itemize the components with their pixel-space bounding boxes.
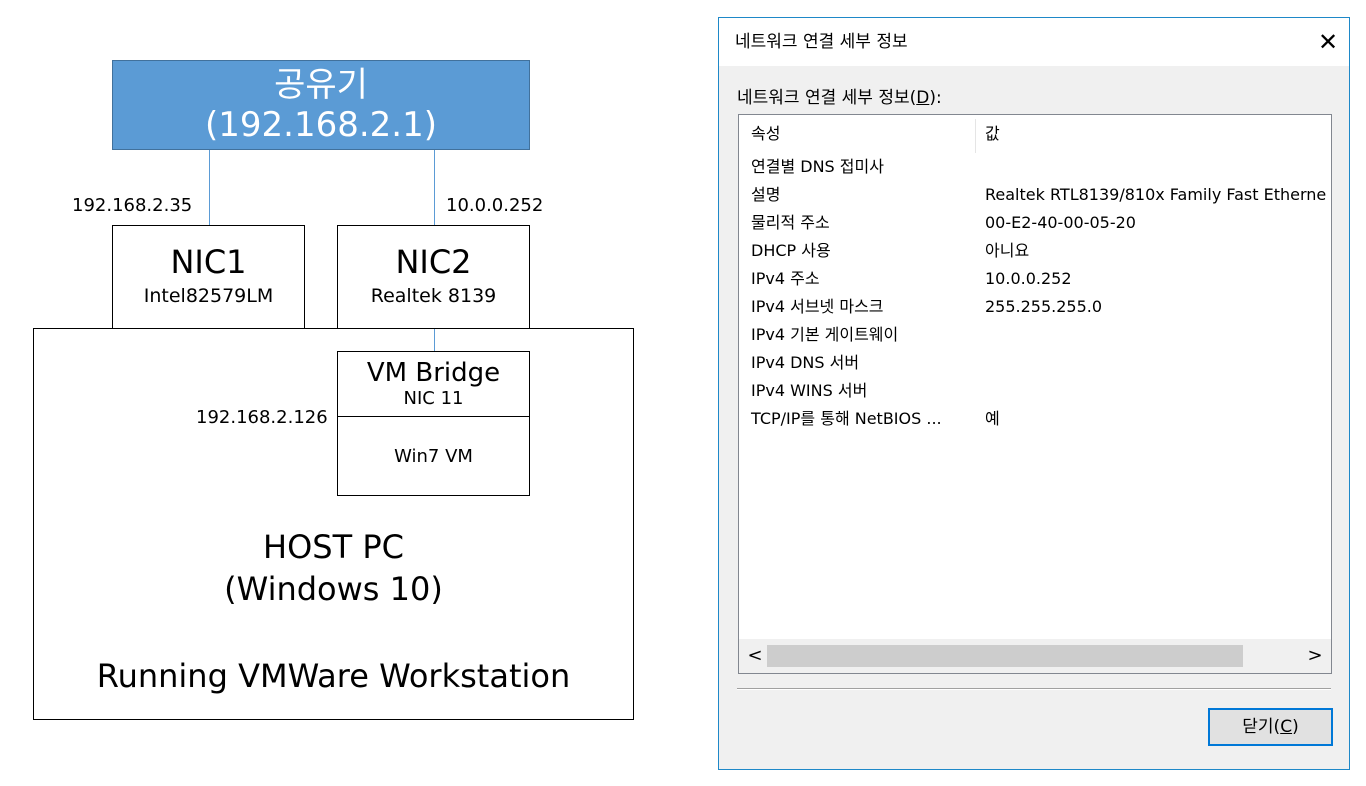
listview-header: 속성 값 bbox=[739, 115, 1331, 153]
details-label-text: 네트워크 연결 세부 정보( bbox=[737, 88, 917, 108]
host-pc-software: Running VMWare Workstation bbox=[96, 657, 571, 695]
vm-bridge-box: VM Bridge NIC 11 bbox=[337, 351, 530, 417]
nic2-bridge-connector bbox=[434, 329, 435, 351]
scroll-left-icon[interactable]: < bbox=[747, 645, 763, 666]
property-cell: 연결별 DNS 접미사 bbox=[751, 157, 884, 176]
router-nic2-connector bbox=[434, 150, 435, 226]
host-pc-box bbox=[33, 328, 634, 720]
property-cell: IPv4 WINS 서버 bbox=[751, 381, 868, 400]
nic1-name: NIC1 bbox=[170, 243, 247, 281]
router-ip: (192.168.2.1) bbox=[204, 105, 437, 145]
table-row[interactable]: 물리적 주소 00-E2-40-00-05-20 bbox=[739, 209, 1331, 237]
nic1-ip-label: 192.168.2.35 bbox=[72, 195, 193, 216]
host-pc-os: (Windows 10) bbox=[224, 570, 443, 608]
nic1-model: Intel82579LM bbox=[143, 285, 274, 307]
table-row[interactable]: IPv4 WINS 서버 bbox=[739, 377, 1331, 405]
table-row[interactable]: IPv4 주소 10.0.0.252 bbox=[739, 265, 1331, 293]
router-box: 공유기 (192.168.2.1) bbox=[112, 60, 530, 150]
close-button[interactable]: 닫기(C) bbox=[1208, 708, 1333, 746]
dialog-divider bbox=[737, 688, 1331, 690]
table-row[interactable]: DHCP 사용 아니요 bbox=[739, 237, 1331, 265]
nic2-box: NIC2 Realtek 8139 bbox=[337, 225, 530, 329]
vm-bridge-title: VM Bridge bbox=[366, 358, 501, 388]
details-label-mnemonic: D bbox=[916, 88, 930, 108]
horizontal-scrollbar[interactable]: < > bbox=[739, 639, 1331, 673]
table-row[interactable]: IPv4 DNS 서버 bbox=[739, 349, 1331, 377]
value-cell: 아니요 bbox=[985, 241, 1030, 260]
details-listview[interactable]: 속성 값 연결별 DNS 접미사 설명 Realtek RTL8139/810x… bbox=[738, 114, 1332, 674]
table-row[interactable]: TCP/IP를 통해 NetBIOS ... 예 bbox=[739, 405, 1331, 433]
win7-vm-box: Win7 VM bbox=[337, 416, 530, 496]
dialog-titlebar[interactable]: 네트워크 연결 세부 정보 ✕ bbox=[719, 18, 1349, 66]
property-cell: IPv4 DNS 서버 bbox=[751, 353, 860, 372]
dialog-title: 네트워크 연결 세부 정보 bbox=[735, 32, 908, 52]
network-details-dialog: 네트워크 연결 세부 정보 ✕ 네트워크 연결 세부 정보(D): 속성 값 연… bbox=[718, 17, 1350, 770]
property-cell: TCP/IP를 통해 NetBIOS ... bbox=[751, 409, 942, 428]
column-divider[interactable] bbox=[975, 119, 976, 153]
property-cell: IPv4 기본 게이트웨이 bbox=[751, 325, 899, 344]
nic2-model: Realtek 8139 bbox=[370, 285, 497, 307]
details-label-suffix: ): bbox=[929, 88, 942, 108]
table-row[interactable]: IPv4 기본 게이트웨이 bbox=[739, 321, 1331, 349]
close-icon[interactable]: ✕ bbox=[1317, 28, 1339, 56]
vm-bridge-ip-label: 192.168.2.126 bbox=[196, 407, 328, 428]
scroll-right-icon[interactable]: > bbox=[1307, 645, 1323, 666]
value-cell: 10.0.0.252 bbox=[985, 269, 1072, 288]
property-cell: IPv4 서브넷 마스크 bbox=[751, 297, 884, 316]
value-cell: 00-E2-40-00-05-20 bbox=[985, 213, 1136, 232]
router-nic1-connector bbox=[209, 150, 210, 226]
vm-bridge-nic: NIC 11 bbox=[403, 388, 464, 409]
property-cell: 물리적 주소 bbox=[751, 213, 830, 232]
nic1-box: NIC1 Intel82579LM bbox=[112, 225, 305, 329]
column-header-value[interactable]: 값 bbox=[985, 124, 1000, 143]
close-button-suffix: ) bbox=[1292, 717, 1299, 737]
table-row[interactable]: 설명 Realtek RTL8139/810x Family Fast Ethe… bbox=[739, 181, 1331, 209]
host-pc-title: HOST PC bbox=[263, 528, 404, 566]
details-group-label: 네트워크 연결 세부 정보(D): bbox=[737, 88, 942, 108]
property-cell: 설명 bbox=[751, 185, 781, 204]
nic2-name: NIC2 bbox=[395, 243, 472, 281]
column-header-property[interactable]: 속성 bbox=[751, 124, 781, 143]
win7-vm-label: Win7 VM bbox=[394, 446, 473, 467]
value-cell: 예 bbox=[985, 409, 1000, 428]
value-cell: 255.255.255.0 bbox=[985, 297, 1103, 316]
value-cell: Realtek RTL8139/810x Family Fast Etherne bbox=[985, 185, 1327, 204]
table-row[interactable]: 연결별 DNS 접미사 bbox=[739, 153, 1331, 181]
property-cell: IPv4 주소 bbox=[751, 269, 820, 288]
scrollbar-thumb[interactable] bbox=[767, 645, 1243, 667]
table-row[interactable]: IPv4 서브넷 마스크 255.255.255.0 bbox=[739, 293, 1331, 321]
property-cell: DHCP 사용 bbox=[751, 241, 831, 260]
close-button-mnemonic: C bbox=[1280, 717, 1293, 737]
nic2-ip-label: 10.0.0.252 bbox=[446, 195, 544, 216]
router-name: 공유기 bbox=[274, 65, 368, 105]
close-button-label: 닫기( bbox=[1242, 717, 1281, 737]
